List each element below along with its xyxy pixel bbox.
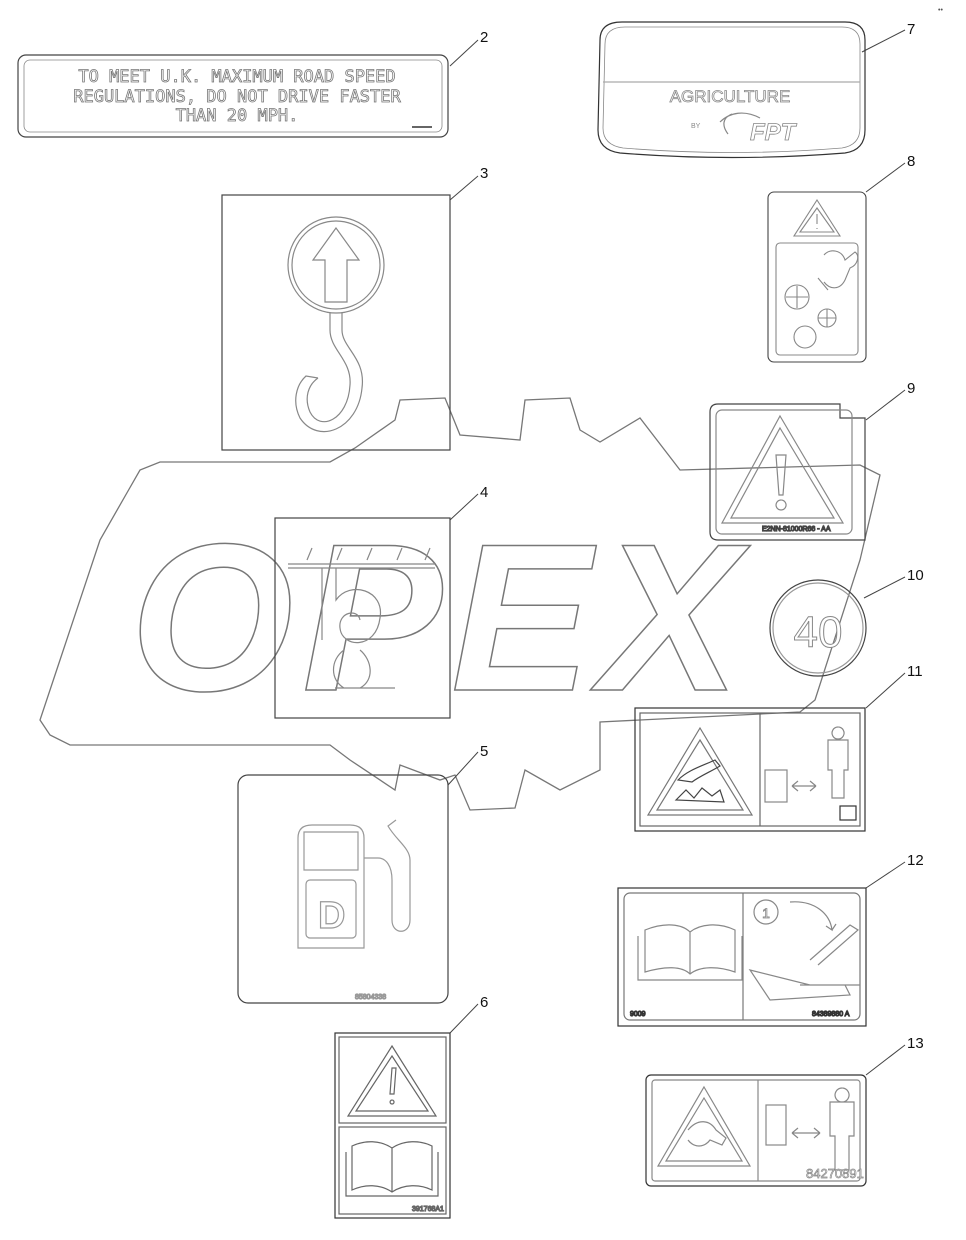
warning-triangle-icon <box>792 198 842 237</box>
burn-hand-icon <box>321 568 395 689</box>
decal-3-lifting-point <box>221 194 451 451</box>
tilt-cab-icon <box>748 901 860 1001</box>
up-arrow-icon <box>311 226 361 303</box>
manual-book-icon <box>345 1141 439 1197</box>
leader-13 <box>865 1044 906 1076</box>
callout-9: 9 <box>907 380 915 397</box>
leader-7 <box>861 29 906 53</box>
leader-10 <box>863 576 906 599</box>
callout-10: 10 <box>907 567 924 584</box>
decal-5-diesel-fuel: D 85804338 <box>237 774 449 1004</box>
decal-4-hot-surface <box>274 517 451 719</box>
callout-5: 5 <box>480 743 488 760</box>
decal-12-step: 1 <box>762 905 770 921</box>
callout-6: 6 <box>480 994 488 1011</box>
person-icon <box>827 726 849 799</box>
callout-numbers: 2 3 4 5 6 7 8 9 10 11 12 13 <box>480 21 924 1052</box>
hook-icon <box>295 313 363 433</box>
decal-13-pinch-hazard: 84270891 <box>645 1074 867 1187</box>
decal-9-code: E2NN-81000R66 - AA <box>762 526 831 533</box>
corner-mark: •• <box>938 7 943 14</box>
decal-9-general-warning: E2NN-81000R66 - AA <box>709 403 866 541</box>
decal-2-speed-warning: TO MEET U.K. MAXIMUM ROAD SPEED REGULATI… <box>17 54 449 138</box>
leader-6 <box>449 1003 479 1034</box>
decal-10-speed-disc: 40 <box>769 579 867 677</box>
callout-7: 7 <box>907 21 915 38</box>
decal-12-left-code: 9009 <box>630 1011 646 1018</box>
leader-5 <box>447 751 479 786</box>
entanglement-hand-icon <box>817 250 859 291</box>
step-number-circle <box>753 899 779 925</box>
decal-7-fpt-agriculture: AGRICULTURE BY FPT <box>597 21 866 159</box>
leader-8 <box>865 162 906 193</box>
leader-9 <box>865 389 906 421</box>
machine-block-icon <box>764 769 788 803</box>
decal-2-line-3: THAN 20 MPH. <box>176 106 299 126</box>
leader-3 <box>449 175 479 201</box>
distance-arrow-icon <box>791 780 817 792</box>
decal-12-read-manual-tilt: 1 9009 84389880 A <box>617 887 867 1027</box>
callout-12: 12 <box>907 852 924 869</box>
decal-7-by: BY <box>691 123 701 130</box>
warning-triangle-icon <box>346 1044 438 1117</box>
machine-block-icon <box>765 1104 787 1146</box>
watermark-gear <box>39 397 881 811</box>
gear-icon <box>784 284 810 310</box>
leader-4 <box>449 493 479 521</box>
decal-2-line-2: REGULATIONS, DO NOT DRIVE FASTER <box>73 87 401 107</box>
decal-13-code: 84270891 <box>806 1166 864 1181</box>
warning-triangle-icon <box>646 726 754 816</box>
fpt-swoosh-icon <box>719 112 761 135</box>
watermark-logo: OPEX <box>39 397 881 811</box>
distance-arrow-icon <box>791 1127 821 1139</box>
callout-11: 11 <box>907 663 923 680</box>
decal-11-crush-hazard <box>634 707 866 832</box>
svg-text:D: D <box>318 895 345 937</box>
decal-8-rotating-parts <box>767 191 867 363</box>
manual-book-icon <box>839 805 857 821</box>
callout-2: 2 <box>480 29 488 46</box>
callout-8: 8 <box>907 153 915 170</box>
decal-12-right-code: 84389880 A <box>812 1011 850 1018</box>
crush-hand-icon <box>674 759 725 803</box>
svg-text:OPEX: OPEX <box>130 500 751 735</box>
leader-11 <box>865 672 906 709</box>
person-icon <box>829 1087 855 1171</box>
warning-triangle-icon <box>656 1085 752 1167</box>
decal-10-speed: 40 <box>794 608 843 657</box>
decal-6-read-manual: 391768A1 <box>334 1032 451 1219</box>
callout-13: 13 <box>907 1035 924 1052</box>
fuel-pump-icon <box>297 819 411 949</box>
pinch-hand-icon <box>687 1121 727 1147</box>
decal-6-code: 391768A1 <box>412 1206 444 1213</box>
leader-12 <box>865 861 906 889</box>
decal-7-brand: FPT <box>750 119 798 146</box>
heat-lines-icon <box>306 547 431 561</box>
leader-2 <box>449 39 479 67</box>
decal-7-word: AGRICULTURE <box>670 87 791 106</box>
decal-5-code: 85804338 <box>355 994 386 1001</box>
callout-4: 4 <box>480 484 488 501</box>
manual-book-icon <box>637 924 743 981</box>
callout-3: 3 <box>480 165 488 182</box>
callout-leaders <box>447 29 906 1076</box>
warning-triangle-icon <box>720 414 845 524</box>
up-arrow-circle-icon <box>287 216 385 314</box>
watermark-text: OPEX <box>129 499 751 736</box>
decal-2-line-1: TO MEET U.K. MAXIMUM ROAD SPEED <box>78 67 395 87</box>
